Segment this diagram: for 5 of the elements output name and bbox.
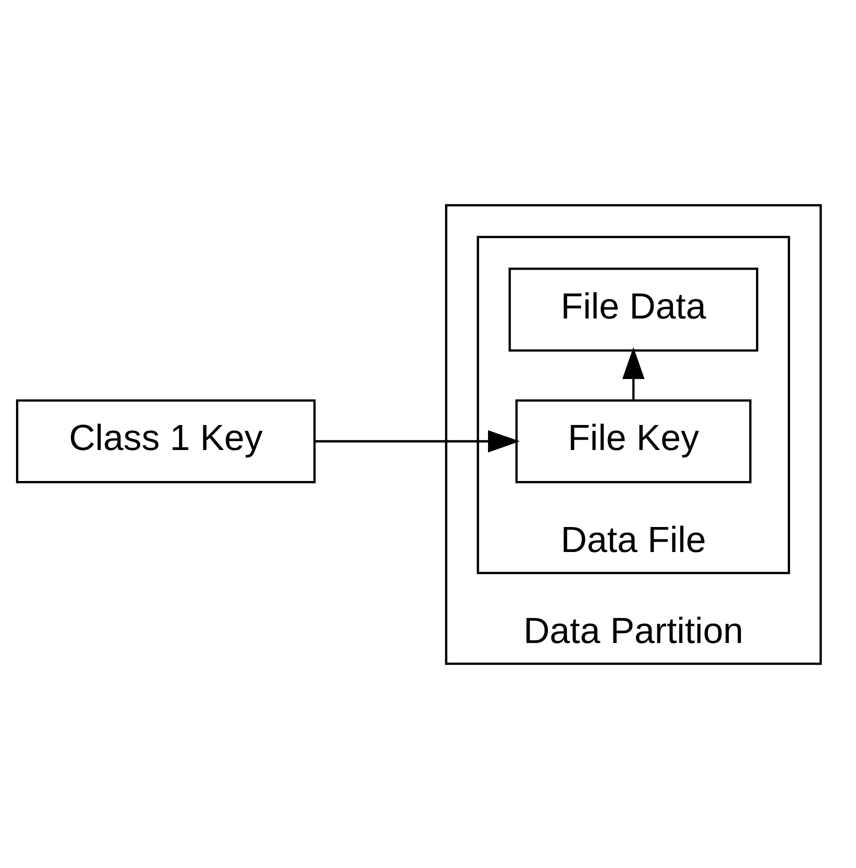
node-box: File Data <box>508 267 758 352</box>
arrow <box>314 430 520 452</box>
node-box: Class 1 Key <box>16 398 316 483</box>
arrow <box>622 346 645 400</box>
node-box: File Key <box>515 398 752 483</box>
